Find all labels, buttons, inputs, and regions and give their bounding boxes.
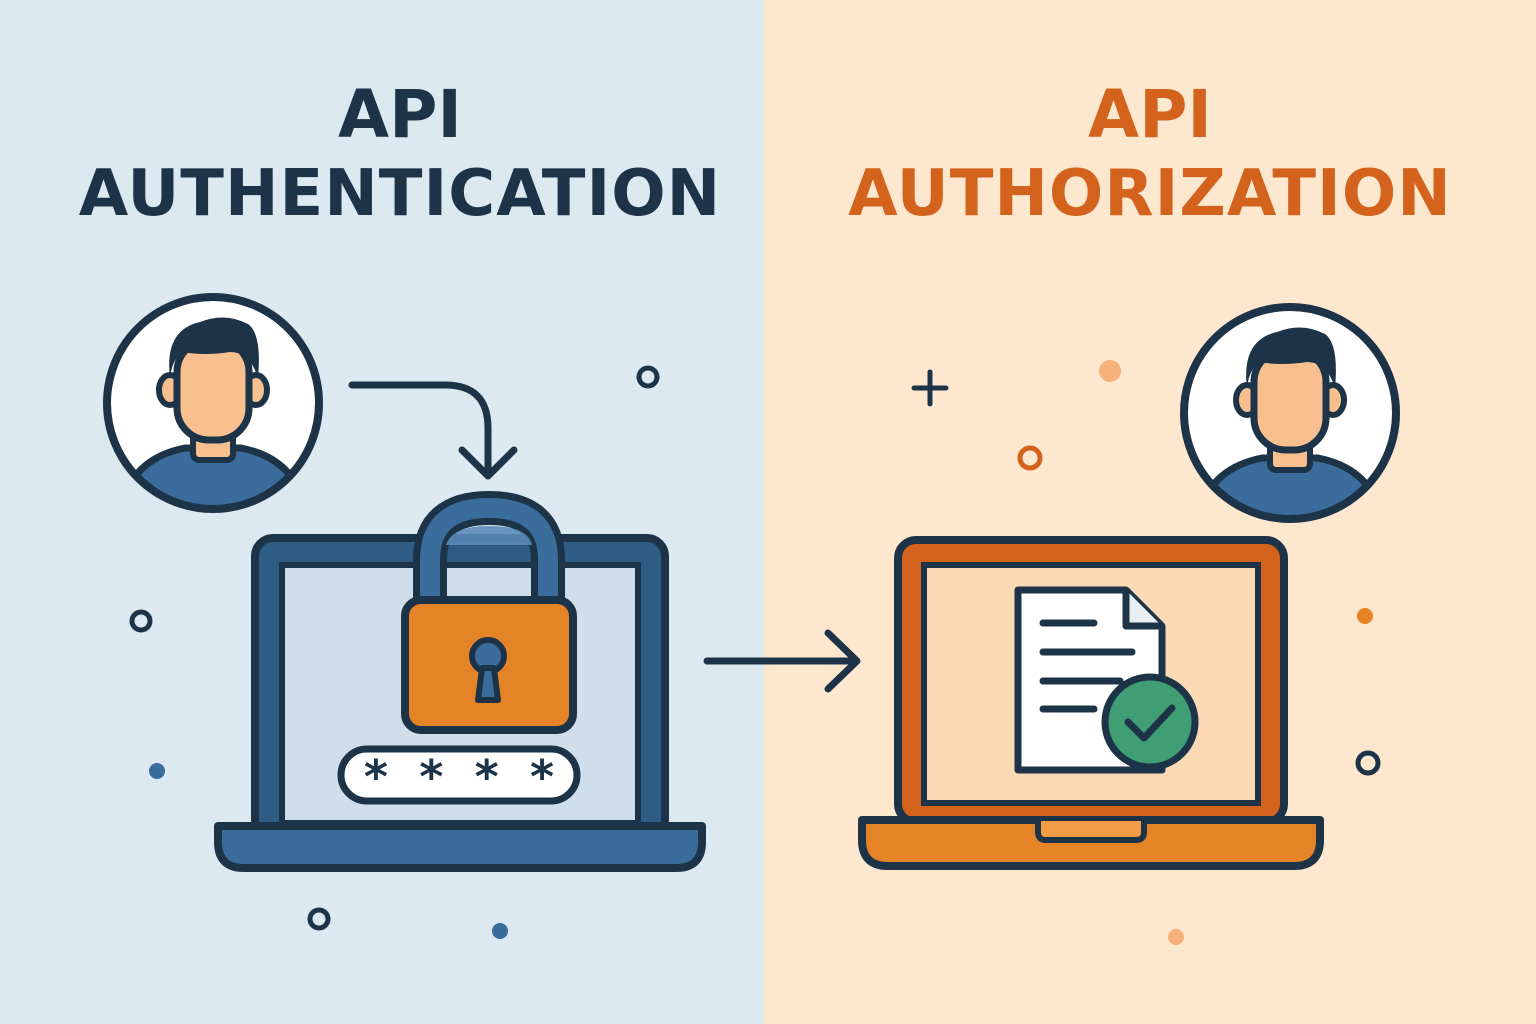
password-field: * * * * bbox=[337, 745, 581, 805]
padlock-icon bbox=[401, 490, 577, 734]
curved-arrow-icon bbox=[348, 381, 518, 480]
arrow-right-icon bbox=[703, 629, 861, 693]
title-authentication: AUTHENTICATION bbox=[78, 157, 722, 231]
decorative-dots bbox=[129, 360, 1381, 945]
password-mask: * * * * bbox=[362, 750, 556, 804]
title-api-left: API bbox=[337, 76, 462, 153]
title-api-right: API bbox=[1087, 76, 1212, 153]
title-authorization: AUTHORIZATION bbox=[848, 157, 1452, 231]
authorization-title: API AUTHORIZATION bbox=[820, 76, 1480, 231]
user-avatar-icon-right bbox=[1180, 303, 1400, 523]
check-badge-icon bbox=[1101, 673, 1199, 771]
user-avatar-icon-left bbox=[103, 293, 323, 513]
authentication-title: API AUTHENTICATION bbox=[60, 76, 740, 231]
